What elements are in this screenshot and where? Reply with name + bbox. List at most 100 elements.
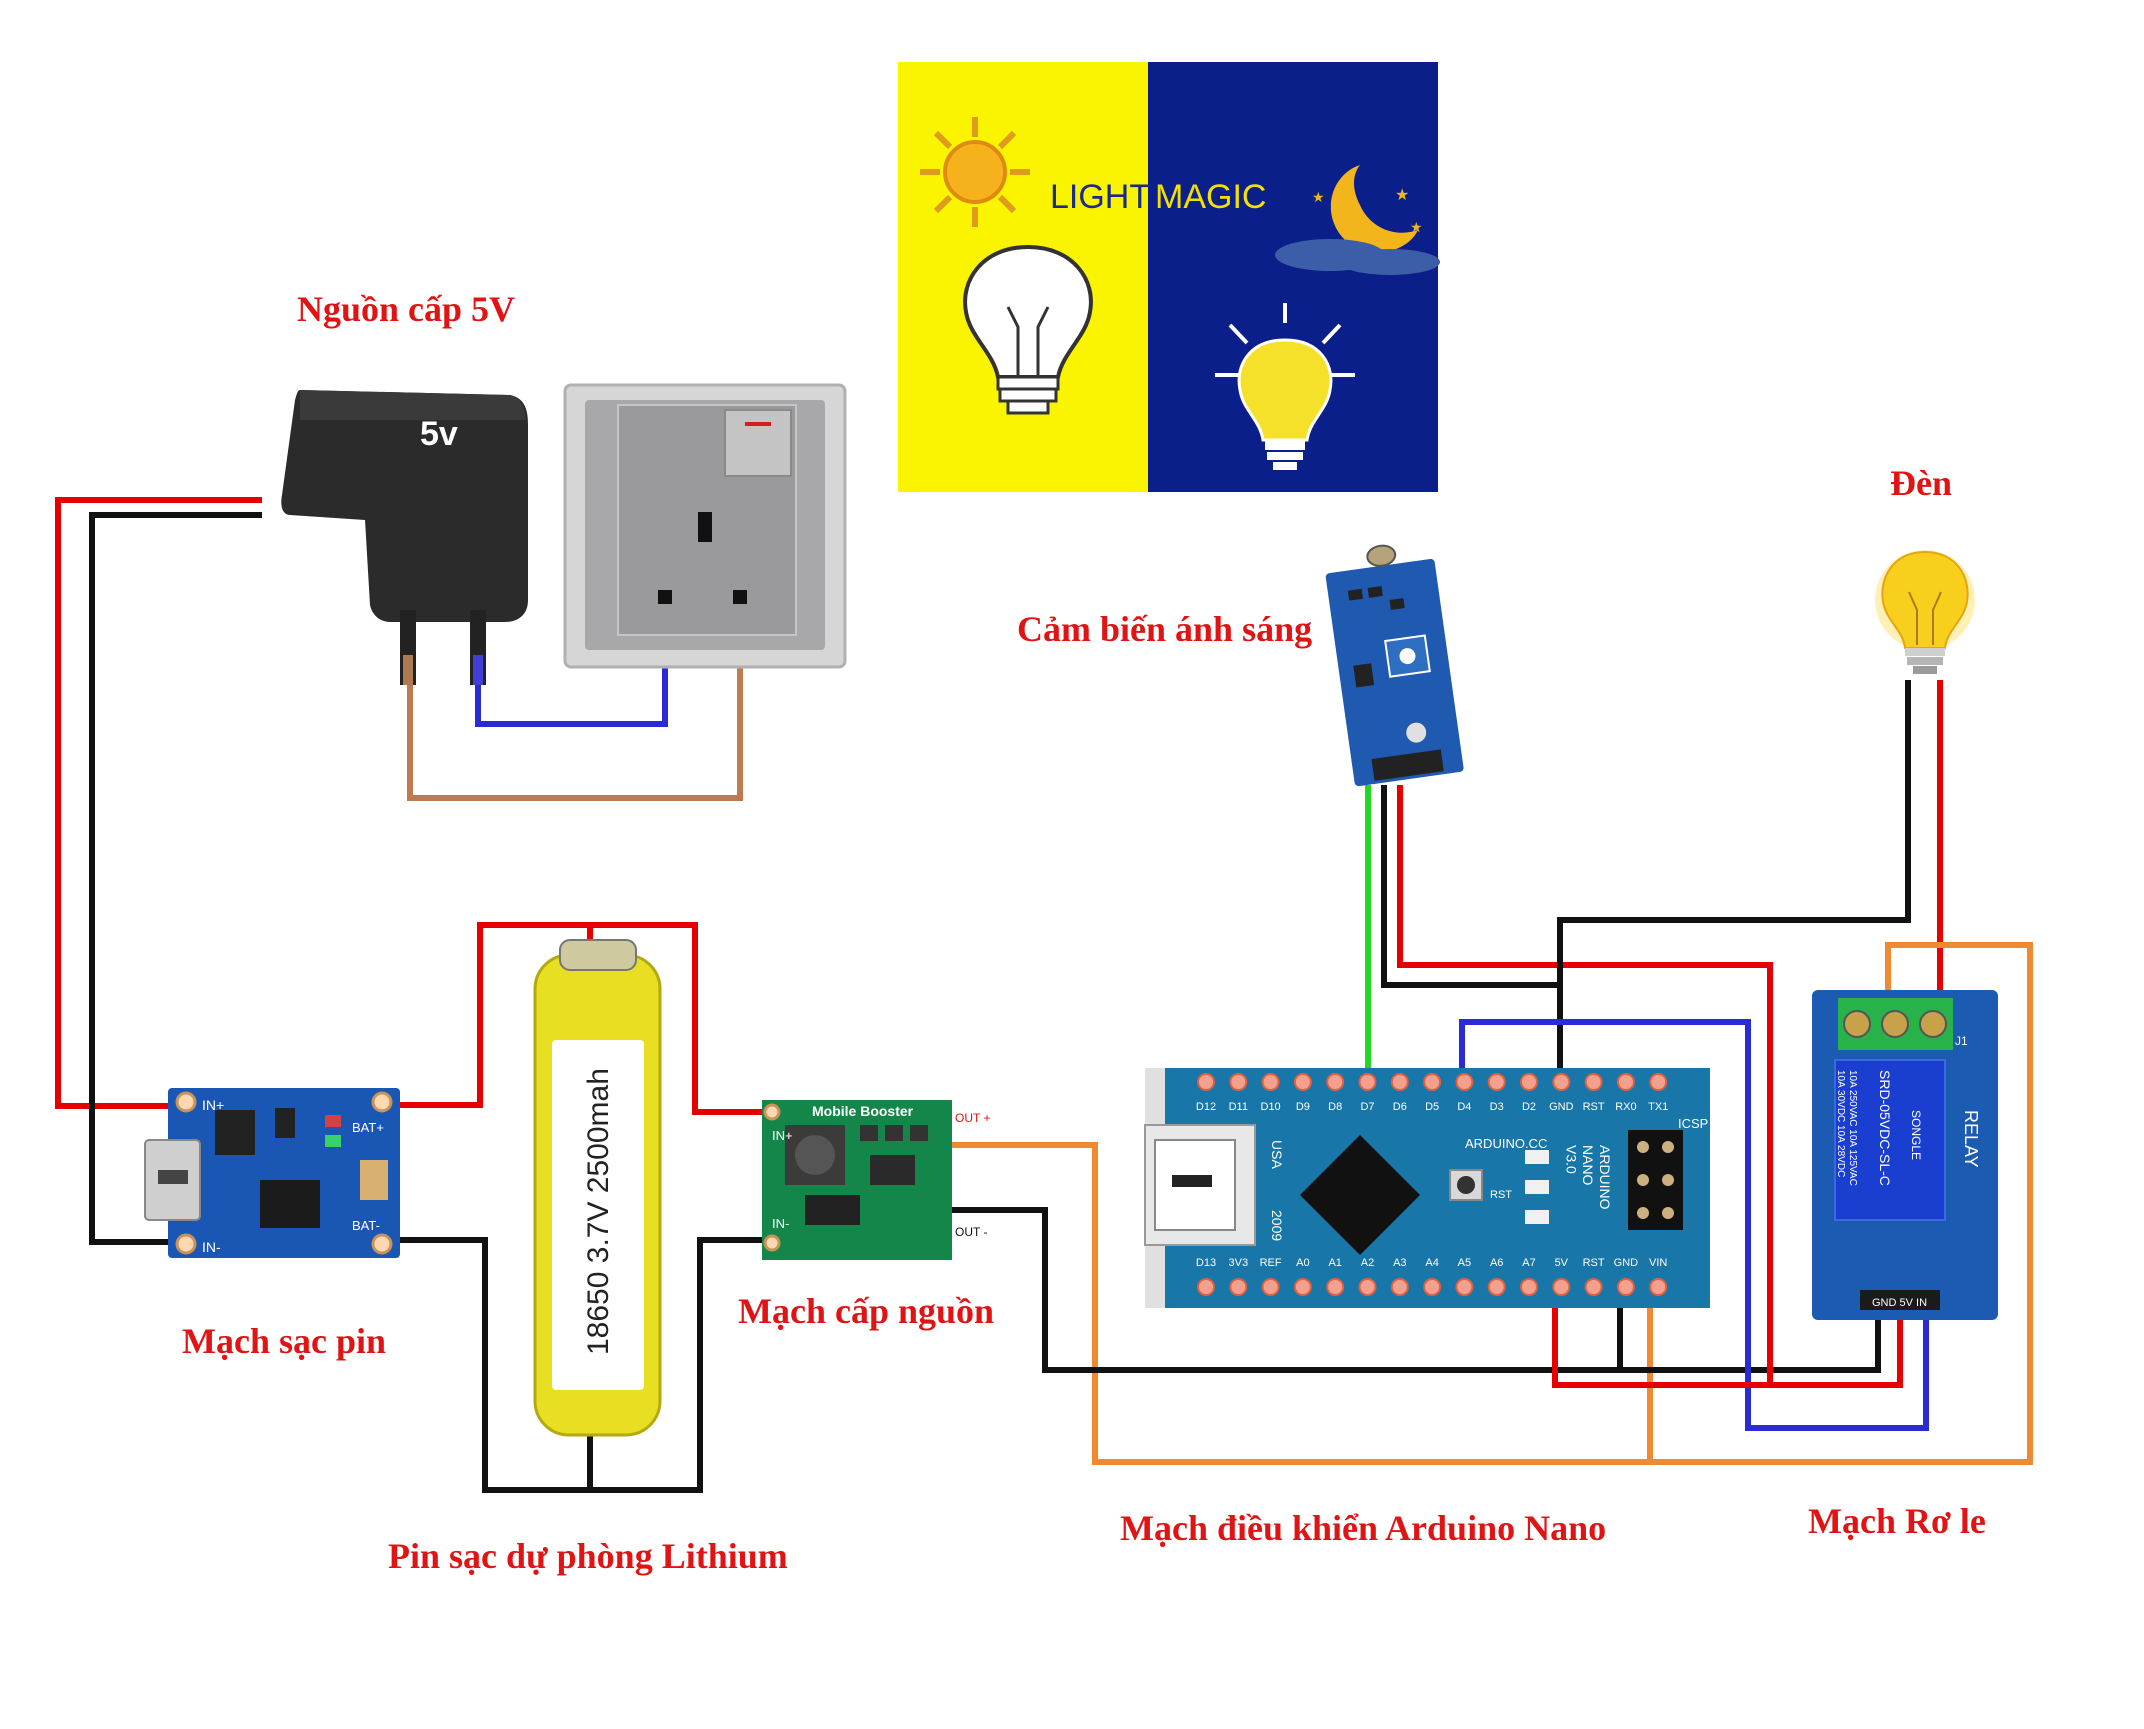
svg-text:★: ★ [1312,189,1325,205]
bottom-pin-label: RST [1583,1257,1605,1269]
booster-out-plus: OUT + [955,1111,990,1125]
bottom-pin-a4 [1423,1278,1442,1296]
charger-in-minus: IN- [202,1239,221,1255]
lit-bulb-icon [1215,303,1355,470]
bottom-pin-rst [1584,1278,1603,1296]
top-pin-d9 [1293,1073,1312,1091]
arduino-cc-text: ARDUINO.CC [1465,1136,1547,1151]
top-pin-d8 [1326,1073,1345,1091]
moon-icon: ★ ★ ★ [1275,165,1440,275]
year-text: 2009 [1269,1210,1285,1241]
battery-marking: 18650 3.7V 2500mah [582,1068,615,1355]
top-pin-d10 [1261,1073,1280,1091]
wire-orange-booster-out [945,1142,1653,1465]
bottom-pin-label: A0 [1296,1257,1309,1269]
charger-in-plus: IN+ [202,1097,224,1113]
label-relay: Mạch Rơ le [1808,1501,1986,1541]
bottom-pin-label: GND [1614,1257,1639,1269]
svg-text:★: ★ [1395,187,1409,204]
charger-board: IN+ IN- BAT+ BAT- [144,1088,400,1258]
light-magic-banner: LIGHT MAGIC ★ ★ ★ [898,62,1440,492]
bottom-pin-a6 [1487,1278,1506,1296]
wire-black-sensor-gnd [1381,785,1563,1080]
top-pin-label: D8 [1328,1101,1342,1113]
light-sensor-module [1325,544,1464,787]
bottom-pin-label: 5V [1555,1257,1569,1269]
top-pin-d3 [1487,1073,1506,1091]
bottom-pin-a3 [1390,1278,1409,1296]
bottom-pin-a5 [1455,1278,1474,1296]
relay-coil [1834,1059,1946,1221]
bottom-pin-3v3 [1229,1278,1248,1296]
label-lamp: Đèn [1890,463,1952,503]
booster-out-minus: OUT - [955,1225,987,1239]
relay-pin-labels: GND 5V IN [1872,1297,1927,1309]
bottom-pin-ref [1261,1278,1280,1296]
microcontroller-chip [1300,1135,1420,1255]
bottom-pin-label: 3V3 [1229,1257,1249,1269]
power-adapter: 5v [281,390,528,685]
top-pin-label: D6 [1393,1101,1407,1113]
icsp-label: ICSP [1678,1116,1708,1131]
bottom-pin-label: A3 [1393,1257,1406,1269]
relay-j1: J1 [1955,1034,1968,1048]
top-pin-label: D2 [1522,1101,1536,1113]
top-pin-label: TX1 [1648,1101,1668,1113]
banner-text-left: LIGHT [1050,178,1150,216]
wire-group [55,497,2033,1493]
top-pin-gnd [1552,1073,1571,1091]
top-pin-label: RX0 [1615,1101,1636,1113]
top-pin-d12 [1197,1073,1215,1091]
wire-blue-d4-relay-in [1459,1019,1929,1431]
top-pin-label: D12 [1196,1101,1216,1113]
relay-brand: SONGLE [1909,1110,1923,1160]
bottom-pin-vin [1649,1278,1668,1296]
bottom-pin-d13 [1197,1278,1215,1296]
wire-black-lamp [1557,680,1911,985]
socket-switch [724,409,792,477]
top-pin-label: GND [1549,1101,1574,1113]
rst-label: RST [1490,1189,1512,1201]
bottom-pin-gnd [1616,1278,1635,1296]
charger-ic [260,1180,320,1228]
wire-red-charger-in [55,497,262,1109]
arduino-name: ARDUINONANOV3.0 [1563,1145,1613,1210]
booster-title: Mobile Booster [812,1103,914,1119]
top-pin-label: D3 [1490,1101,1504,1113]
label-charger: Mạch sạc pin [182,1321,387,1361]
label-battery: Pin sạc dự phòng Lithium [388,1536,788,1576]
bottom-pin-label: D13 [1196,1257,1216,1269]
label-power-supply: Nguồn cấp 5V [297,289,516,329]
top-pin-label: D4 [1457,1101,1471,1113]
unlit-bulb-icon [963,244,1093,415]
bottom-pin-label: A1 [1328,1257,1341,1269]
bottom-pin-label: A7 [1522,1257,1535,1269]
top-pin-d5 [1423,1073,1442,1091]
relay-module: 10A 250VAC 10A 125VAC10A 30VDC 10A 28VDC… [1812,990,1998,1320]
top-pin-label: D9 [1296,1101,1310,1113]
top-pin-label: D11 [1229,1101,1248,1113]
booster-in-plus: IN+ [772,1128,793,1143]
bottom-pin-label: A5 [1458,1257,1471,1269]
arduino-nano-board: ARDUINO.CC ICSP RST USA 2009 ARDUINONANO… [1144,1068,1710,1308]
top-pin-label: D5 [1425,1101,1439,1113]
charger-bat-plus: BAT+ [352,1120,384,1135]
bottom-pin-5v [1552,1278,1571,1296]
top-pin-label: RST [1583,1101,1605,1113]
wall-socket [563,383,847,669]
bottom-pin-label: A6 [1490,1257,1503,1269]
usa-text: USA [1269,1140,1285,1169]
charger-bat-minus: BAT- [352,1218,380,1233]
bottom-pin-a0 [1293,1278,1312,1296]
top-pin-rx0 [1616,1073,1635,1091]
wire-orange-relay-com [1650,942,2033,1465]
booster-board: Mobile Booster IN+ IN- OUT + OUT - [762,1100,990,1260]
bottom-pin-label: A4 [1425,1257,1438,1269]
top-pin-d11 [1229,1073,1248,1091]
top-pin-d2 [1520,1073,1538,1091]
adapter-voltage: 5v [420,415,458,453]
